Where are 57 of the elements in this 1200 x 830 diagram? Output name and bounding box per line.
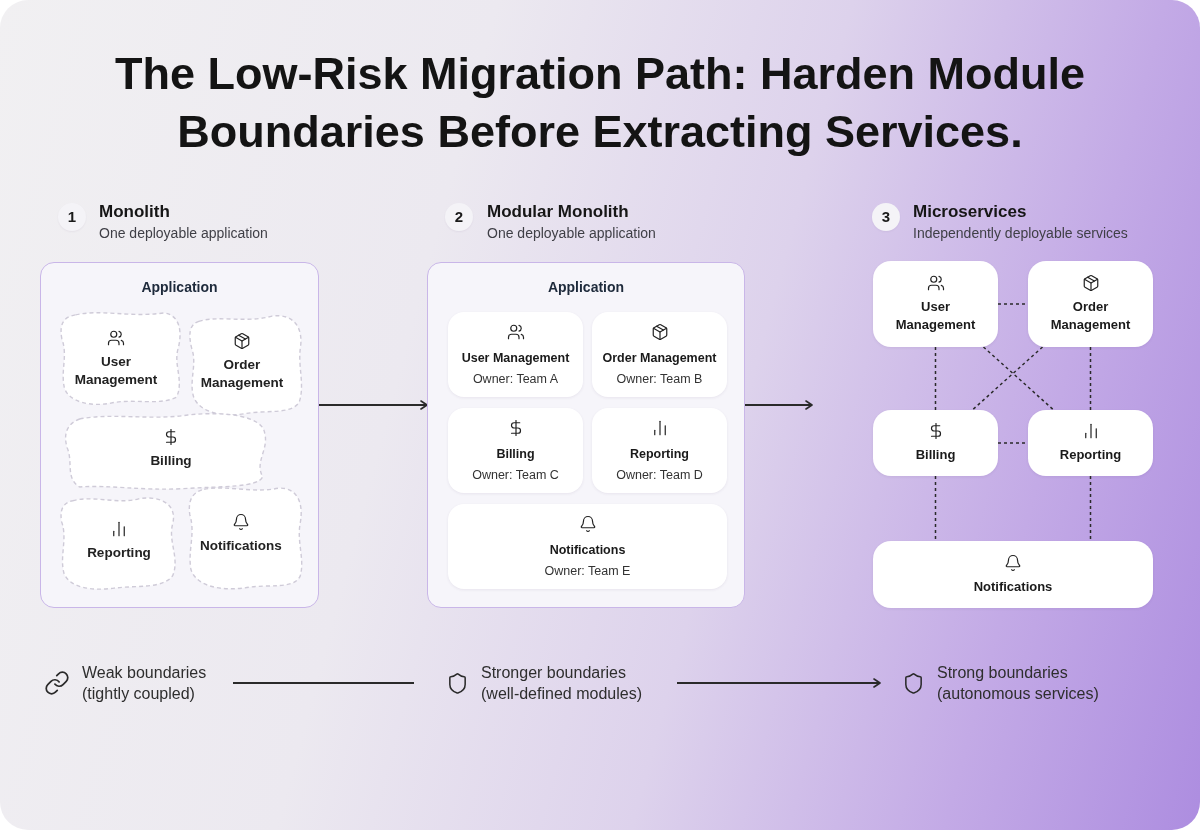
owner-label: Owner: Team B (616, 371, 703, 387)
stage-title: Modular Monolith (487, 201, 630, 223)
module-name: Order Management (602, 350, 717, 366)
dashed-line (934, 346, 937, 411)
service-name: Billing (915, 446, 956, 464)
dashed-line (1089, 346, 1092, 411)
module-name: User Management (73, 353, 159, 389)
application-panel (427, 262, 745, 608)
owner-label: Owner: Team A (472, 371, 559, 387)
module-name: Reporting (630, 446, 689, 462)
application-panel (40, 262, 319, 608)
arrow (676, 678, 881, 688)
module-name: Notifications (549, 542, 626, 558)
stage-subtitle: Independently deployable services (913, 224, 1128, 242)
arrow (744, 400, 813, 410)
module-card (448, 504, 727, 589)
module-name: User Management (461, 350, 570, 366)
service-card (873, 410, 998, 476)
stage-title: Monolith (99, 201, 171, 223)
module-card (592, 312, 727, 397)
module-name: Notifications (200, 537, 282, 555)
stage-subtitle: One deployable application (487, 224, 656, 242)
module-name: Billing (150, 452, 192, 470)
owner-label: Owner: Team D (616, 467, 703, 483)
owner-label: Owner: Team C (472, 467, 559, 483)
arrow (318, 400, 428, 410)
service-card (873, 541, 1153, 608)
owner-label: Owner: Team E (544, 563, 631, 579)
service-card (1028, 261, 1153, 347)
module-card (448, 312, 583, 397)
service-name: Order Management (1049, 298, 1132, 334)
dashed-line (1089, 475, 1092, 542)
step-number-badge: 3 (872, 203, 900, 231)
module-name: Order Management (199, 356, 285, 392)
service-card (873, 261, 998, 347)
step-number-badge: 2 (445, 203, 473, 231)
page-title: The Low-Risk Migration Path: Harden Module Boundaries Before Extracting Services. (114, 47, 1086, 159)
dashed-line (971, 346, 1044, 411)
service-name: User Management (894, 298, 977, 334)
boundary-label: Weak boundaries (tightly coupled) (82, 663, 208, 704)
module-card (448, 408, 583, 493)
stage-subtitle: One deployable application (99, 224, 268, 242)
dashed-line (982, 346, 1055, 411)
boundary-label: Strong boundaries (autonomous services) (937, 663, 1100, 704)
service-name: Notifications (973, 577, 1053, 596)
service-name: Reporting (1059, 446, 1122, 464)
stage-title: Microservices (913, 201, 1028, 223)
service-card (1028, 410, 1153, 476)
boundary-label: Stronger boundaries (well-defined modules) (481, 663, 643, 704)
panel-title: Application (547, 278, 625, 296)
module-card (592, 408, 727, 493)
module-name: Billing (496, 446, 535, 462)
module-name: Reporting (87, 544, 151, 562)
dashed-line (934, 475, 937, 542)
connector-line (232, 682, 415, 684)
panel-title: Application (141, 278, 218, 296)
step-number-badge: 1 (58, 203, 86, 231)
